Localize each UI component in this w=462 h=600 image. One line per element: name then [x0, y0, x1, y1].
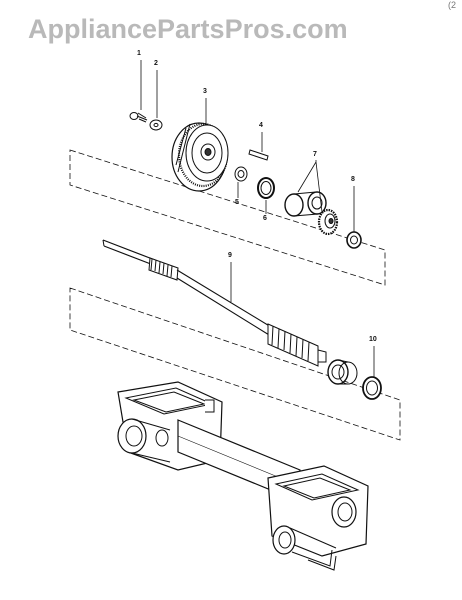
- part-10-ring: [362, 376, 382, 400]
- gear-housing: [117, 381, 369, 571]
- part-4-pin: [248, 149, 269, 161]
- leader-7: [297, 160, 323, 213]
- callout-1: 1: [137, 50, 141, 57]
- part-7-bearing: [284, 191, 327, 217]
- part-3-drive-gear: [171, 122, 229, 192]
- part-8-ring: [346, 231, 362, 249]
- callout-9: 9: [228, 252, 232, 259]
- part-9-worm-shaft: [102, 239, 327, 367]
- corner-mark: (2: [447, 0, 456, 10]
- callout-7: 7: [313, 151, 317, 158]
- callout-5: 5: [235, 199, 239, 206]
- callout-8: 8: [351, 176, 355, 183]
- callout-2: 2: [154, 60, 158, 67]
- lower-group-frame: [69, 287, 401, 441]
- part-6-snap-ring: [257, 177, 275, 199]
- callout-3: 3: [203, 88, 207, 95]
- callout-6: 6: [263, 215, 267, 222]
- callout-10: 10: [369, 336, 377, 343]
- watermark-text: AppliancePartsPros.com: [28, 14, 348, 44]
- part-7-pinion: [317, 208, 339, 236]
- part-9-bearing: [327, 359, 358, 385]
- callout-4: 4: [259, 122, 263, 129]
- part-5-ring: [234, 166, 248, 182]
- part-1-screw: [129, 112, 148, 123]
- part-2-washer: [149, 119, 163, 131]
- upper-group-frame: [69, 149, 386, 286]
